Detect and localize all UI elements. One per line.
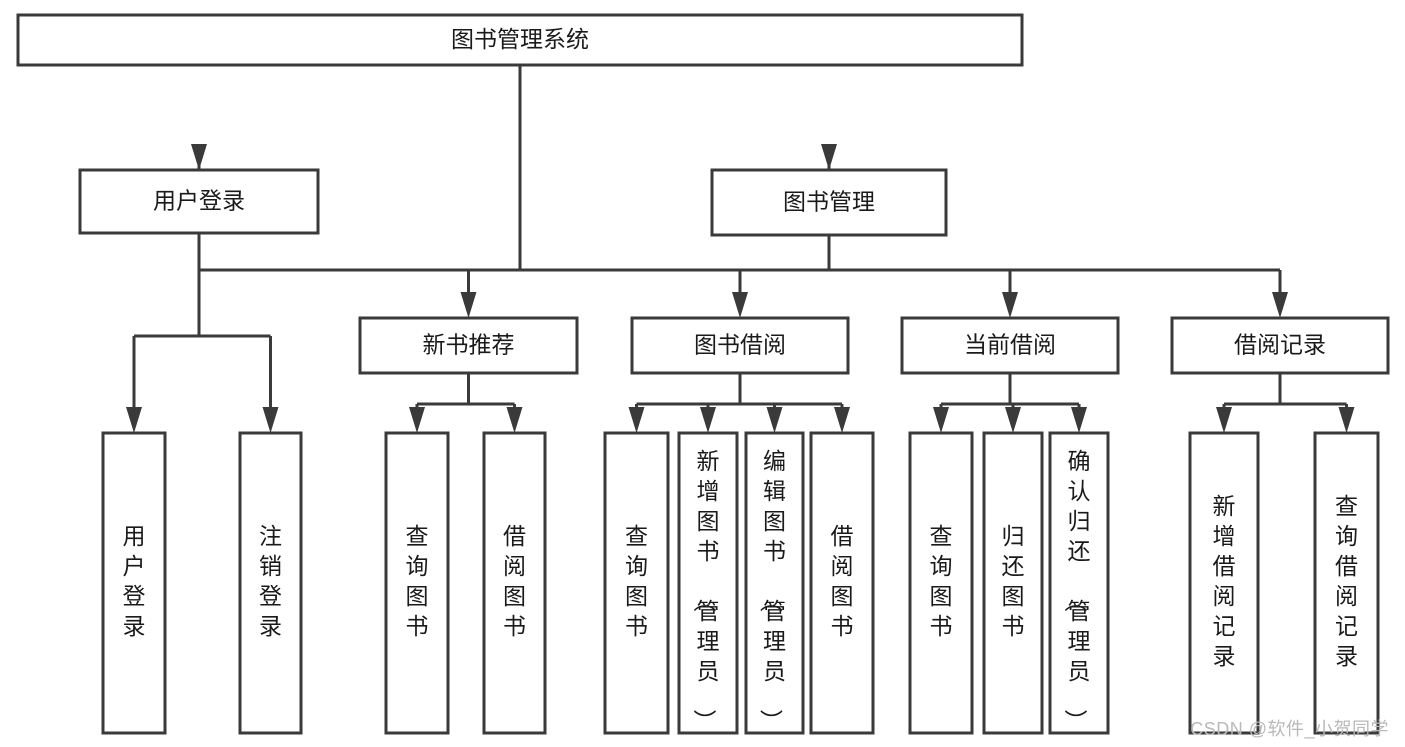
node-leaf-borrow-book-1[interactable]: 借阅图书 [482, 431, 547, 735]
node-leaf-query-book-1[interactable]: 查询图书 [384, 431, 450, 735]
node-leaf-edit-book[interactable]: 编辑图书（管理员） [744, 431, 805, 735]
node-label-root: 图书管理系统 [451, 26, 589, 52]
node-label-current-borrow: 当前借阅 [964, 332, 1056, 358]
node-borrow-record[interactable]: 借阅记录 [1170, 316, 1390, 375]
node-box-leaf-return-book [982, 431, 1044, 735]
node-box-leaf-query-book-1 [384, 431, 450, 735]
node-leaf-borrow-book-2[interactable]: 借阅图书 [809, 431, 875, 735]
node-layer: 图书管理系统用户登录图书管理新书推荐图书借阅当前借阅借阅记录用户登录注销登录查询… [16, 13, 1390, 735]
node-box-leaf-add-book [677, 431, 739, 735]
node-current-borrow[interactable]: 当前借阅 [900, 316, 1120, 375]
node-leaf-logout[interactable]: 注销登录 [238, 431, 303, 735]
node-label-leaf-confirm-return: 确认归还（管理员） [1063, 448, 1091, 732]
node-label-leaf-borrow-book-1: 借阅图书 [503, 523, 526, 639]
node-leaf-confirm-return[interactable]: 确认归还（管理员） [1048, 431, 1110, 735]
node-leaf-add-book[interactable]: 新增图书（管理员） [677, 431, 739, 735]
node-leaf-query-book-2[interactable]: 查询图书 [603, 431, 670, 735]
node-box-root [16, 13, 1024, 67]
node-leaf-user-login[interactable]: 用户登录 [101, 431, 167, 735]
node-box-book-manage [710, 168, 948, 237]
node-leaf-query-book-3[interactable]: 查询图书 [908, 431, 974, 735]
node-box-user-login [78, 168, 320, 235]
node-root[interactable]: 图书管理系统 [16, 13, 1024, 67]
node-label-leaf-query-book-1: 查询图书 [406, 523, 429, 639]
node-label-new-book-rec: 新书推荐 [423, 332, 515, 358]
node-box-leaf-query-book-2 [603, 431, 670, 735]
connector-layer [126, 65, 1355, 433]
node-leaf-add-record[interactable]: 新增借阅记录 [1188, 431, 1260, 735]
node-user-login[interactable]: 用户登录 [78, 168, 320, 235]
node-box-borrow-record [1170, 316, 1390, 375]
node-leaf-return-book[interactable]: 归还图书 [982, 431, 1044, 735]
node-label-leaf-edit-book: 编辑图书（管理员） [758, 448, 786, 732]
node-label-leaf-borrow-book-2: 借阅图书 [831, 523, 854, 639]
node-label-leaf-logout: 注销登录 [259, 523, 282, 639]
node-box-new-book-rec [358, 316, 579, 375]
watermark-text: CSDN @软件_小贺同学 [1190, 719, 1389, 739]
node-label-leaf-return-book: 归还图书 [1002, 523, 1025, 639]
node-box-book-borrow [630, 316, 850, 375]
node-box-leaf-user-login [101, 431, 167, 735]
node-label-leaf-add-book: 新增图书（管理员） [692, 448, 720, 732]
node-box-leaf-add-record [1188, 431, 1260, 735]
node-label-book-manage: 图书管理 [783, 189, 875, 215]
node-box-leaf-logout [238, 431, 303, 735]
node-box-current-borrow [900, 316, 1120, 375]
node-new-book-rec[interactable]: 新书推荐 [358, 316, 579, 375]
node-label-leaf-query-record: 查询借阅记录 [1335, 493, 1358, 669]
node-leaf-query-record[interactable]: 查询借阅记录 [1313, 431, 1380, 735]
node-box-leaf-query-record [1313, 431, 1380, 735]
node-label-leaf-user-login: 用户登录 [123, 523, 146, 639]
node-box-leaf-borrow-book-2 [809, 431, 875, 735]
node-box-leaf-borrow-book-1 [482, 431, 547, 735]
node-box-leaf-confirm-return [1048, 431, 1110, 735]
node-label-book-borrow: 图书借阅 [694, 332, 786, 358]
node-label-leaf-query-book-2: 查询图书 [625, 523, 648, 639]
node-label-leaf-add-record: 新增借阅记录 [1213, 493, 1236, 669]
node-label-borrow-record: 借阅记录 [1234, 332, 1326, 358]
node-book-manage[interactable]: 图书管理 [710, 168, 948, 237]
node-label-leaf-query-book-3: 查询图书 [930, 523, 953, 639]
node-box-leaf-edit-book [744, 431, 805, 735]
node-book-borrow[interactable]: 图书借阅 [630, 316, 850, 375]
node-label-user-login: 用户登录 [153, 188, 245, 214]
node-box-leaf-query-book-3 [908, 431, 974, 735]
